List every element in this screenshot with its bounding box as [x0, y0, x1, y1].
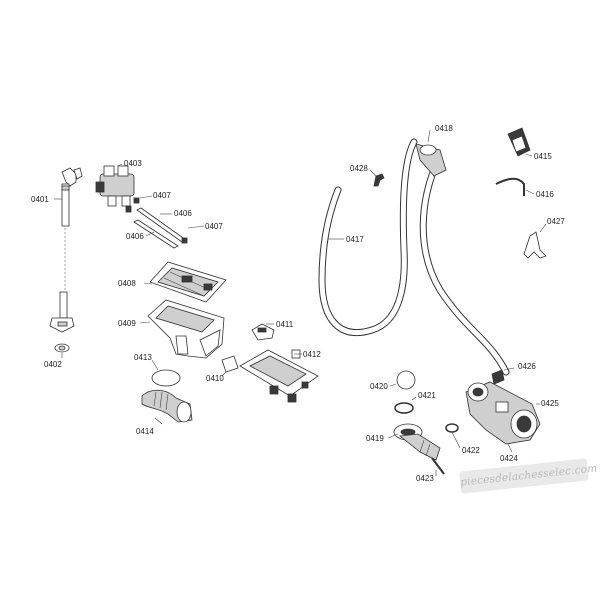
label-0410: 0410 — [206, 374, 224, 383]
label-0407a: 0407 — [153, 191, 171, 200]
leader-0408 — [143, 282, 153, 285]
part-0402-seal-inner — [58, 345, 66, 351]
leader-0406b — [145, 231, 155, 237]
label-0412: 0412 — [303, 350, 321, 359]
part-0407-clamp-bottom — [181, 237, 188, 244]
leader-0407b — [187, 225, 205, 229]
leader-0421 — [411, 396, 417, 401]
part-0414-bellows-hose — [141, 389, 193, 423]
part-0418-drain-hose-inner — [420, 157, 509, 375]
label-0406a: 0406 — [174, 209, 192, 218]
label-0427: 0427 — [547, 217, 565, 226]
part-0422-clamp — [445, 423, 459, 433]
label-0426: 0426 — [518, 362, 536, 371]
leader-0403 — [117, 163, 123, 167]
leader-0428 — [369, 169, 377, 177]
part-0401-inlet-pipe — [61, 167, 83, 227]
part-0415-clip — [507, 127, 531, 157]
part-0412-drawer-insert — [239, 349, 319, 403]
part-0418-drain-hose — [419, 156, 510, 376]
label-0419: 0419 — [366, 434, 384, 443]
leader-0416 — [525, 189, 535, 195]
part-0410-cover — [221, 355, 239, 373]
leader-0409 — [139, 321, 151, 324]
part-0417-hose-inner — [319, 139, 417, 336]
label-0402: 0402 — [44, 360, 62, 369]
part-0420-ball — [396, 370, 416, 390]
label-0425: 0425 — [541, 399, 559, 408]
label-0411: 0411 — [276, 320, 294, 329]
label-0413: 0413 — [134, 353, 152, 362]
label-0428: 0428 — [350, 164, 368, 173]
leader-0413 — [151, 359, 159, 371]
part-0409-drawer-housing — [147, 299, 225, 359]
part-0413-ring — [151, 369, 181, 387]
label-0414: 0414 — [136, 427, 154, 436]
leader-0419 — [387, 433, 399, 439]
leader-0407a — [139, 195, 153, 199]
part-0408-drawer-cover — [149, 261, 227, 303]
label-0408: 0408 — [118, 279, 136, 288]
part-0426-clip — [491, 369, 505, 385]
part-0423-pin — [431, 457, 445, 475]
label-0424: 0424 — [500, 454, 518, 463]
label-0420: 0420 — [370, 382, 388, 391]
leader-0418 — [427, 129, 431, 143]
leader-0426 — [503, 367, 515, 371]
part-0401-lower-pipe — [49, 291, 75, 333]
leader-0422 — [451, 431, 461, 449]
leader-0414 — [154, 417, 163, 425]
label-0416: 0416 — [536, 190, 554, 199]
part-0407-clamp-top — [133, 197, 140, 204]
label-0415: 0415 — [534, 152, 552, 161]
label-0423: 0423 — [416, 474, 434, 483]
part-0418-connector — [415, 143, 447, 177]
leader-0427 — [539, 223, 547, 233]
leader-0415 — [525, 153, 533, 157]
part-0416-wire — [495, 177, 525, 196]
label-0409: 0409 — [118, 319, 136, 328]
label-0418: 0418 — [435, 124, 453, 133]
label-0422: 0422 — [462, 446, 480, 455]
label-0417: 0417 — [346, 235, 364, 244]
part-0421-clamp-ring — [394, 402, 414, 414]
part-0427-fork-clip — [523, 231, 547, 259]
label-0407b: 0407 — [205, 222, 223, 231]
leader-0420 — [389, 383, 397, 387]
part-0425-drain-pump — [465, 381, 541, 445]
label-0421: 0421 — [418, 391, 436, 400]
part-0419-sump-housing — [393, 423, 441, 461]
leader-0424 — [507, 443, 513, 453]
part-0411-button-slot — [257, 327, 267, 333]
label-0406b: 0406 — [126, 232, 144, 241]
part-0406-hose-lower — [133, 219, 179, 249]
label-0403: 0403 — [124, 159, 142, 168]
part-0403-inlet-valve — [95, 165, 135, 213]
label-0401: 0401 — [31, 195, 49, 204]
leader-0410 — [221, 371, 227, 377]
